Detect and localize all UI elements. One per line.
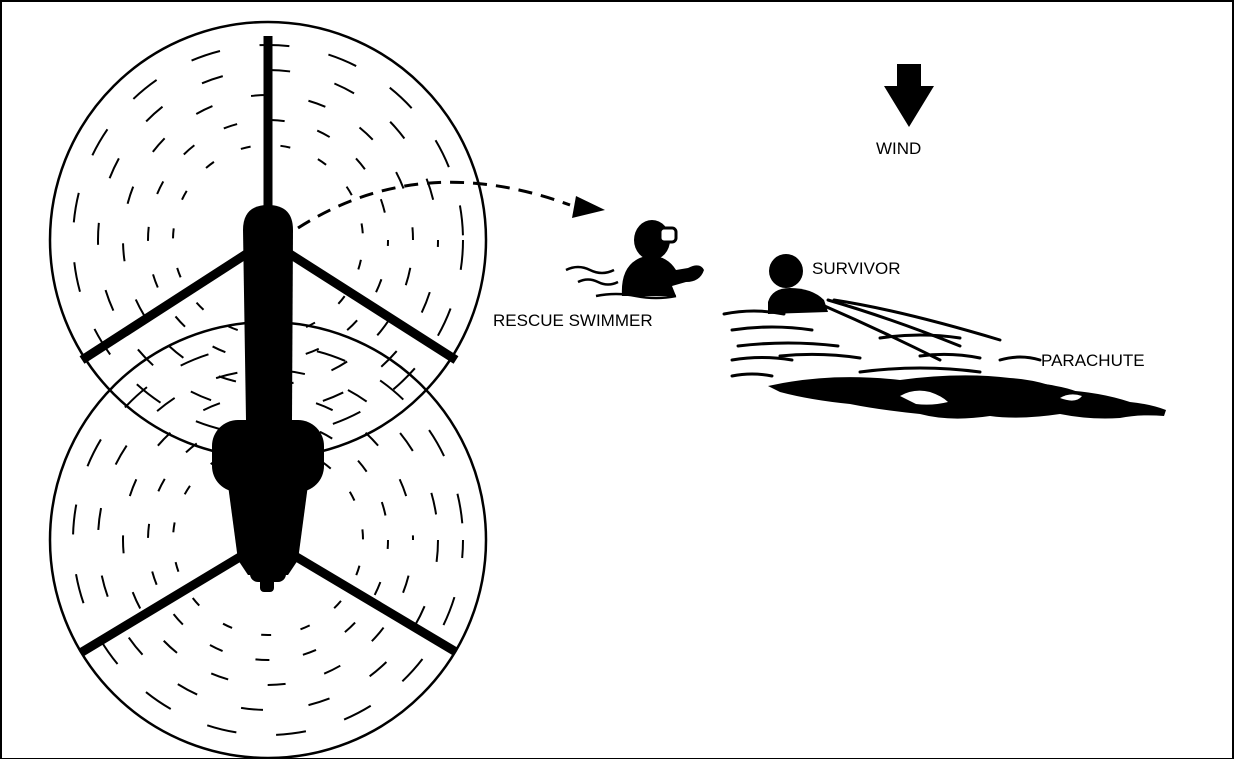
rescue-swimmer-label: RESCUE SWIMMER <box>493 311 653 330</box>
arrow-down-icon <box>884 64 934 127</box>
helicopter-icon <box>48 20 488 759</box>
survivor-icon <box>768 254 828 314</box>
parachute-canopy-icon <box>722 298 1042 378</box>
wind-label: WIND <box>876 139 921 158</box>
rotor-blades <box>79 36 459 656</box>
fuselage <box>212 205 324 592</box>
parachute-label: PARACHUTE <box>1041 351 1145 370</box>
parachute-canopy-mass <box>768 375 1166 419</box>
survivor-label: SURVIVOR <box>812 259 901 278</box>
rescue-swimmer-icon <box>565 220 704 300</box>
swimmer-deploy-arrow <box>297 180 605 230</box>
